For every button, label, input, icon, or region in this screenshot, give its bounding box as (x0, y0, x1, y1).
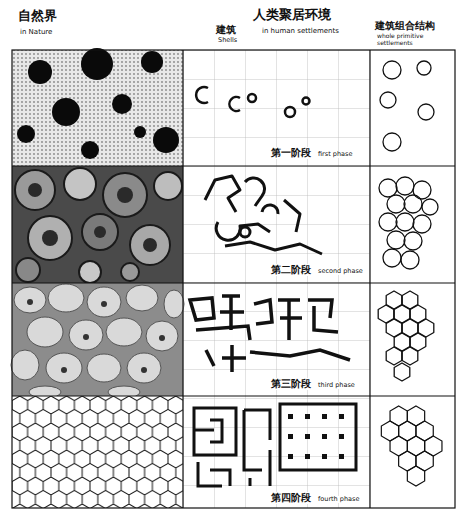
phase-label-en: third phase (317, 382, 356, 389)
column-heading: 建筑 (216, 24, 236, 36)
column-heading-en: whole primitive settlements (377, 33, 449, 47)
phase-label: 第四阶段 (270, 492, 312, 504)
column-heading: 自然界 (18, 9, 57, 24)
title-heading-en: in human settlements (262, 27, 339, 35)
phase-label-en: second phase (317, 268, 364, 275)
phase-label-en: first phase (317, 151, 353, 158)
column-heading-en: Shells (218, 37, 237, 44)
phase-label-en: fourth phase (317, 496, 360, 503)
column-heading-en: in Nature (20, 28, 52, 36)
title-heading: 人类聚居环境 (253, 8, 331, 23)
phase-label: 第一阶段 (270, 147, 312, 159)
column-heading: 建筑组合结构 (375, 20, 435, 32)
phase-label: 第二阶段 (270, 264, 312, 276)
phase-label: 第三阶段 (270, 378, 312, 390)
